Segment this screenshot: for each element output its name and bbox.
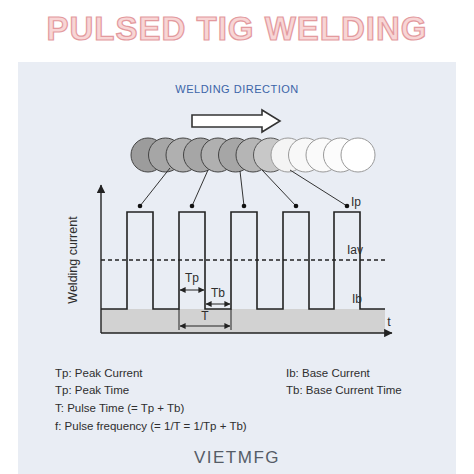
definition-text: Tp: Peak Current [55,367,143,380]
definition-text: Ib: Base Current [286,367,370,380]
section-heading: WELDING DIRECTION [175,83,298,95]
peak-dot [138,204,143,209]
definition-text: Tp: Peak Time [55,384,129,397]
leader-lines [140,168,347,206]
leader-line [192,170,208,206]
leader-line [290,170,347,206]
base-band [101,309,385,333]
peak-dot [242,204,247,209]
pulse-waveform [101,212,385,309]
axis-label: t [387,316,390,330]
peak-dot [294,204,299,209]
direction-arrow [192,110,280,132]
base-time-dimension [206,304,230,305]
definition-text: Tb: Base Current Time [286,384,402,397]
average-current-line [101,259,385,260]
weld-bead [131,138,375,172]
page-title: PULSED TIG WELDING [47,11,428,47]
period-dimension [180,326,230,327]
extension-line [179,309,180,330]
extension-line [231,309,232,330]
leader-line [240,171,244,206]
weld-spot [341,138,375,172]
x-axis [101,332,392,333]
panel-background [18,62,456,474]
peak-time-label: Tp [185,272,199,285]
peak-dot [345,204,350,209]
definition-text: T: Pulse Time (= Tp + Tb) [55,402,184,415]
average-current-label: Iav [347,244,363,257]
brand-logo: VIETMFG [194,449,280,468]
peak-dots [138,204,350,209]
definition-text: f: Pulse frequency (= 1/T = 1/Tp + Tb) [55,420,247,433]
leader-line [262,170,296,206]
peak-current-label: Ip [351,196,361,209]
base-current-label: Ib [352,293,362,306]
y-axis [100,185,101,333]
period-label: T [201,310,208,323]
base-time-label: Tb [211,287,225,300]
peak-dot [190,204,195,209]
leader-line [140,168,170,206]
axis-label: Welding current [67,216,81,303]
peak-time-dimension [180,290,204,291]
